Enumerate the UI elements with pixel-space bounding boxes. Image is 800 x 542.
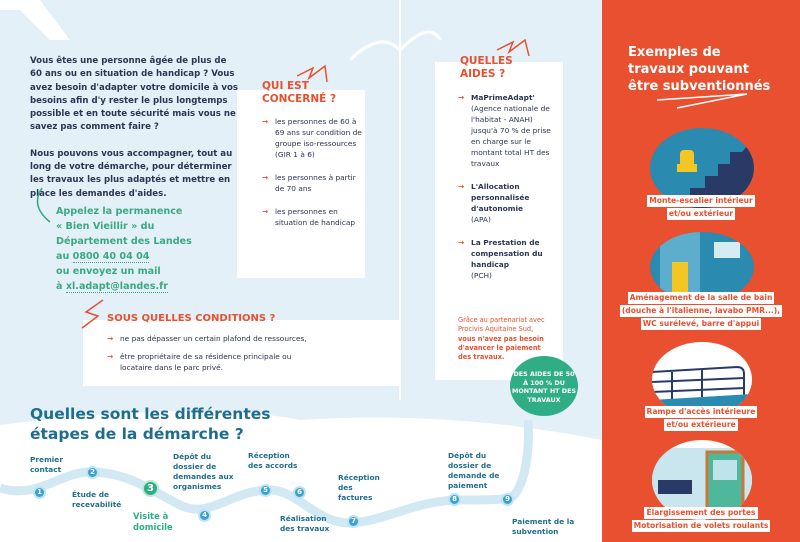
intro-paragraph-1: Vous êtes une personne âgée de plus de 6… <box>30 56 238 133</box>
zigzag-icon <box>496 38 530 57</box>
ramp-illustration <box>652 342 752 417</box>
step-label: Réalisation des travaux <box>280 514 330 533</box>
aides-list: MaPrimeAdapt' (Agence nationale de l'habi… <box>458 92 560 293</box>
list-item: être propriétaire de sa résidence princi… <box>107 351 317 373</box>
aides-title: QUELLES AIDES ? <box>460 55 513 80</box>
conditions-title: SOUS QUELLES CONDITIONS ? <box>107 313 276 324</box>
aide-name: La Prestation de compensation du handica… <box>471 238 543 269</box>
list-item: les personnes de 60 à 69 ans sur conditi… <box>262 116 362 160</box>
stairlift-illustration <box>650 128 754 208</box>
label-line: Élargissement des portes <box>644 507 758 519</box>
example-label: Aménagement de la salle de bain(douche à… <box>602 292 800 331</box>
note-text: Grâce au partenariat avec Procivis Aquit… <box>458 316 545 334</box>
label-line: Monte-escalier intérieur <box>647 195 755 207</box>
contact-line: ou envoyez un mail <box>56 266 161 277</box>
list-item: les personnes à partir de 70 ans <box>262 172 362 194</box>
step-number: 9 <box>501 493 514 506</box>
step-number: 8 <box>448 493 461 506</box>
aide-desc: (APA) <box>471 215 491 224</box>
list-item: L'Allocation personnalisée d'autonomie (A… <box>458 181 560 225</box>
label-line: et/ou extérieure <box>664 419 738 431</box>
contact-line: Département des Landes <box>56 236 192 247</box>
contact-prefix: à <box>56 281 66 292</box>
list-item: MaPrimeAdapt' (Agence nationale de l'habi… <box>458 92 560 169</box>
contact-prefix: au <box>56 251 73 262</box>
step-label: Réception des factures <box>338 473 380 502</box>
email-link[interactable]: xl.adapt@landes.fr <box>65 281 169 293</box>
aides-badge: DES AIDES DE 50 À 100 % DU MONTANT HT DE… <box>510 356 578 416</box>
bracket-icon <box>36 187 51 223</box>
note-bold: vous n'avez pas besoin d'avancer le paie… <box>458 334 544 362</box>
step-number: 2 <box>86 466 99 479</box>
aides-note: Grâce au partenariat avec Procivis Aquit… <box>458 316 550 362</box>
step-label: Dépôt du dossier de demandes aux organis… <box>173 452 234 491</box>
label-line: WC surélevé, barre d'appui <box>640 318 762 330</box>
step-label: Dépôt du dossier de demande de paiement <box>448 451 500 490</box>
zigzag-icon <box>81 299 104 329</box>
contact-line: Appelez la permanence <box>56 206 183 217</box>
step-label: Étude de recevabilité <box>72 490 122 509</box>
step-label: Réception des accords <box>248 451 298 470</box>
step-label: Visite à domicile <box>133 511 173 532</box>
aide-name: MaPrimeAdapt' <box>471 93 535 102</box>
step-number: 1 <box>33 486 46 499</box>
examples-title: Exemples de travaux pouvant être subvent… <box>628 45 771 94</box>
underline-stroke <box>656 93 748 109</box>
label-line: Aménagement de la salle de bain <box>627 292 775 304</box>
step-label: Paiement de la subvention <box>512 517 575 536</box>
intro-text: Vous êtes une personne âgée de plus de 6… <box>30 55 240 214</box>
step-number: 5 <box>259 484 272 497</box>
list-item: les personnes en situation de handicap <box>262 206 362 228</box>
step-number: 3 <box>142 480 159 497</box>
step-number: 6 <box>293 486 306 499</box>
aide-desc: (Agence nationale de l'habitat - ANAH) j… <box>471 104 551 168</box>
steps-title: Quelles sont les différentes étapes de l… <box>30 405 271 443</box>
intro-paragraph-2: Nous pouvons vous accompagner, tout au l… <box>30 148 233 199</box>
label-line: Rampe d'accès intérieure <box>644 406 758 418</box>
step-label: Premier contact <box>30 455 63 474</box>
qui-title: QUI EST CONCERNÉ ? <box>262 80 337 105</box>
phone-link[interactable]: 0800 40 04 04 <box>72 251 150 263</box>
aide-desc: (PCH) <box>471 271 492 280</box>
contact-block: Appelez la permanence « Bien Vieillir » … <box>56 204 192 294</box>
step-number: 7 <box>347 515 360 528</box>
label-line: et/ou extérieur <box>666 208 736 220</box>
list-item: ne pas dépasser un certain plafond de re… <box>107 333 367 344</box>
bathroom-illustration <box>650 232 754 302</box>
qui-list: les personnes de 60 à 69 ans sur conditi… <box>262 116 362 240</box>
step-number: 4 <box>198 509 211 522</box>
contact-line: « Bien Vieillir » du <box>56 221 155 232</box>
conditions-list: ne pas dépasser un certain plafond de re… <box>107 333 367 385</box>
label-line: (douche à l'italienne, lavabo PMR...), <box>619 305 783 317</box>
aide-name: L'Allocation personnalisée d'autonomie <box>471 182 530 213</box>
list-item: La Prestation de compensation du handica… <box>458 237 560 281</box>
zigzag-icon <box>296 64 328 83</box>
label-line: Motorisation de volets roulants <box>631 520 771 532</box>
